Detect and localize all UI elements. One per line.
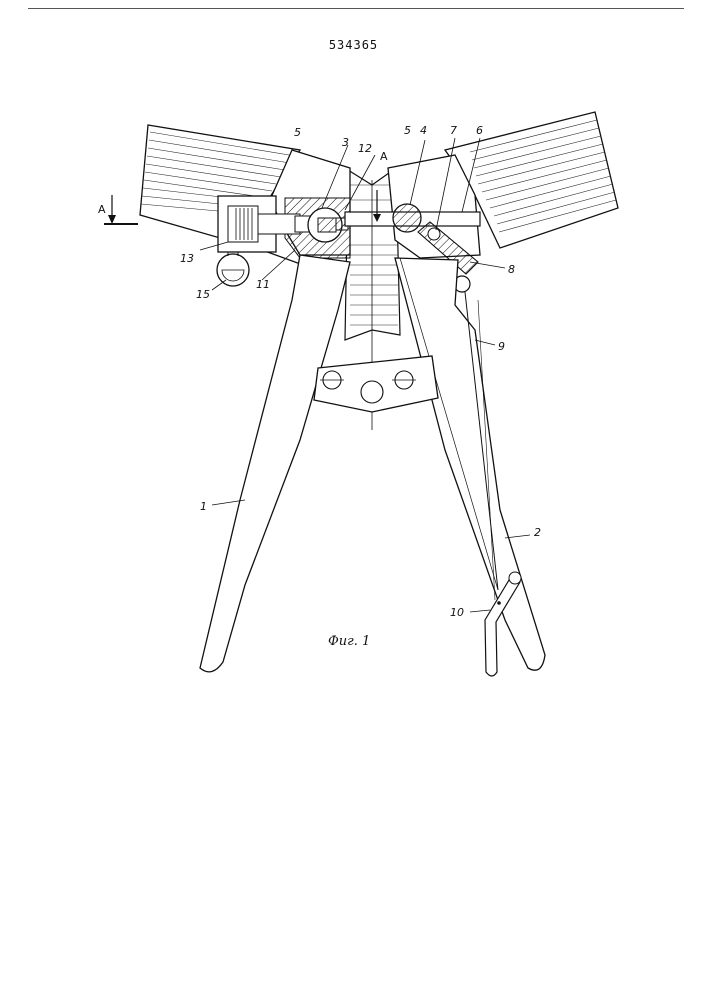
label-7: 7 [450,124,457,137]
ball-4 [393,204,421,232]
label-8: 8 [508,263,515,276]
label-5-right: 5 [404,124,411,137]
label-1: 1 [200,500,207,513]
figure-caption: Фиг. 1 [328,634,370,649]
label-9: 9 [498,340,505,353]
label-15: 15 [196,288,210,301]
label-12: 12 [358,142,372,155]
dial-gauge-15 [217,252,249,286]
handle-2 [395,258,545,670]
label-11: 11 [256,278,270,291]
section-letter-left: A [98,203,106,216]
label-13: 13 [180,252,194,265]
label-5-left: 5 [294,126,301,139]
handle-1 [200,255,350,672]
label-4: 4 [420,124,427,137]
label-10: 10 [450,606,464,619]
label-6: 6 [476,124,483,137]
label-2: 2 [534,526,541,539]
hinge-link-plate [314,356,438,412]
label-3: 3 [342,136,349,149]
section-letter-center: A [380,150,388,163]
section-marker-left [104,195,138,224]
